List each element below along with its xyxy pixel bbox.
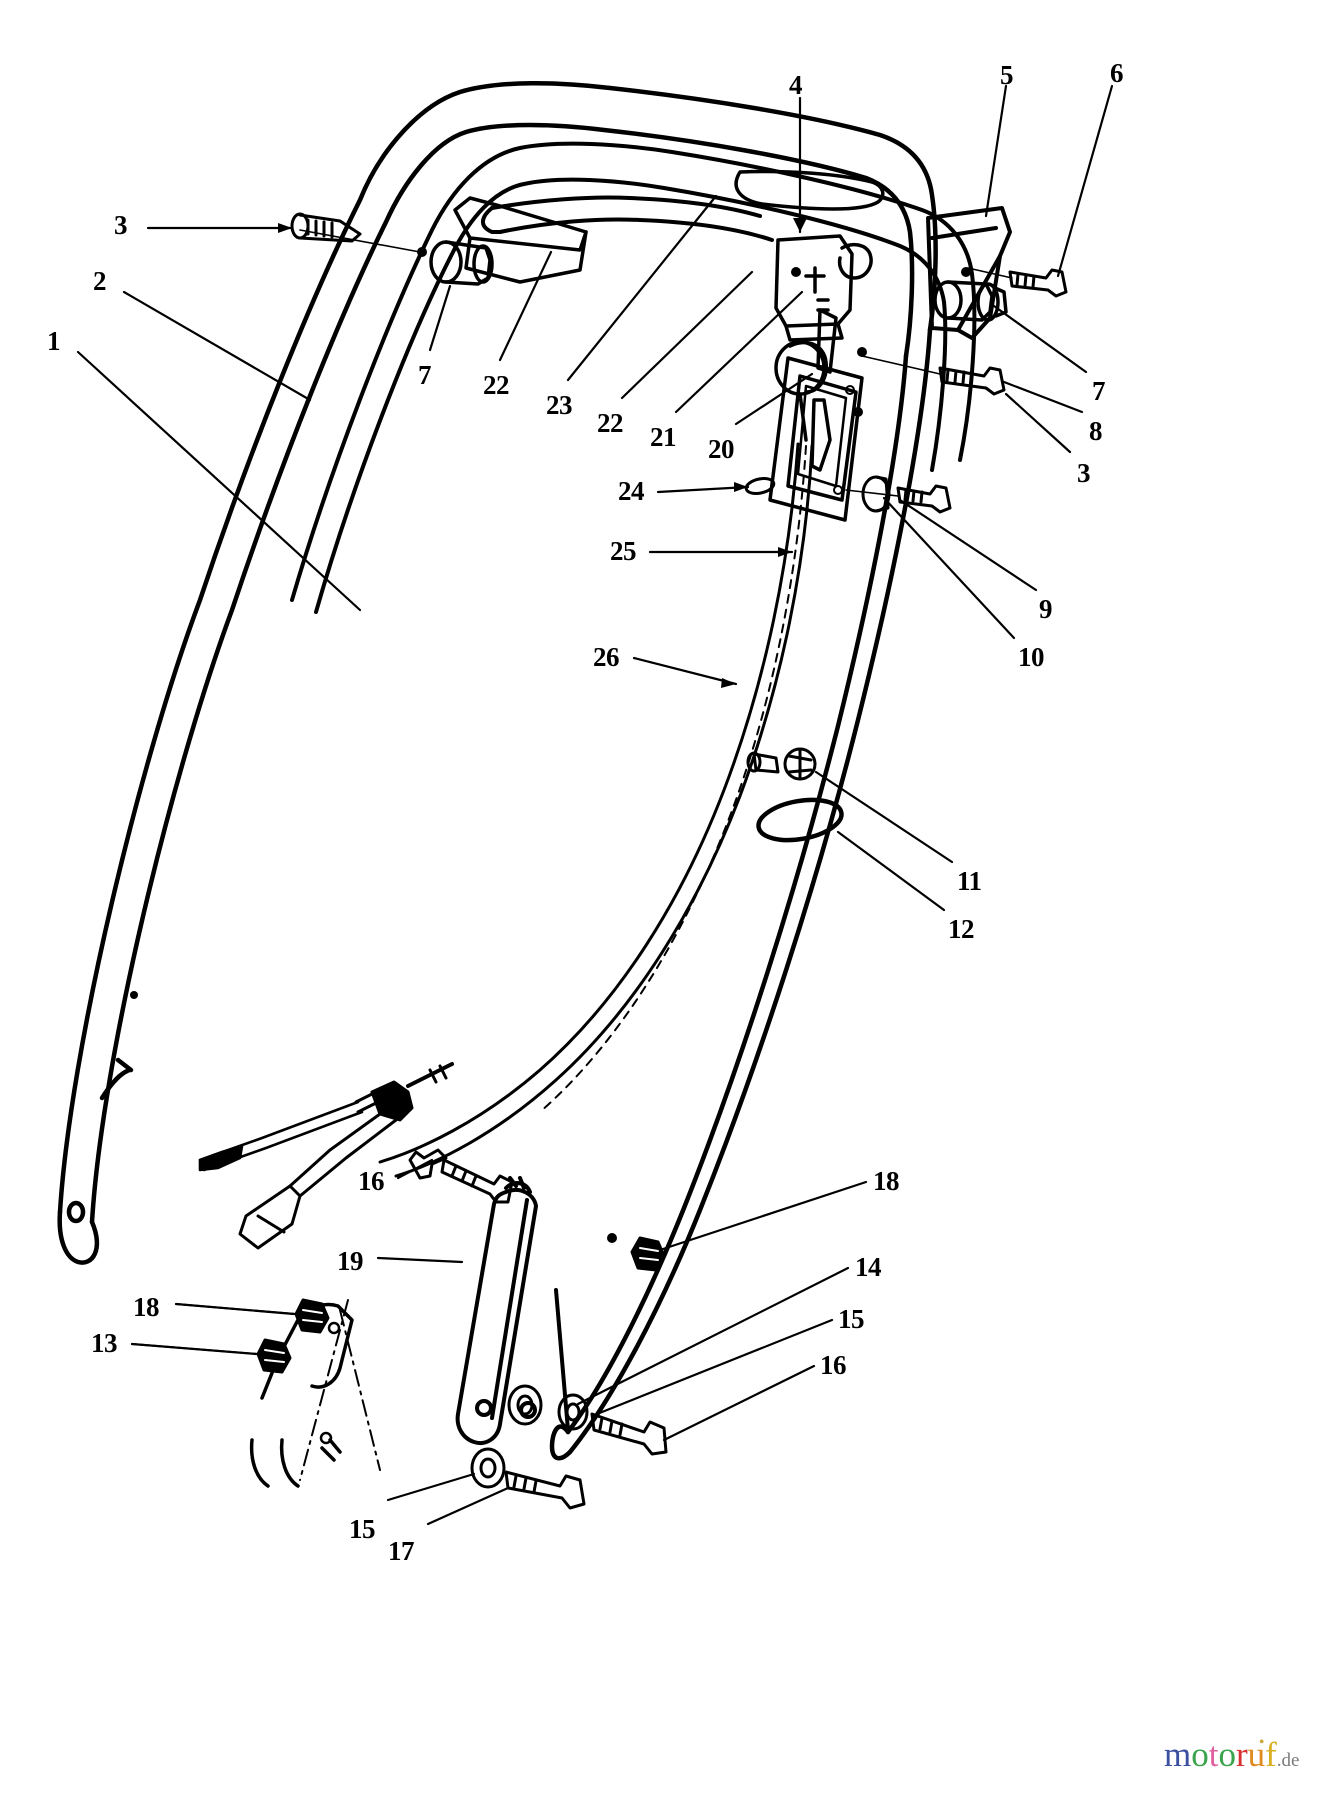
right-handle-leg [549,327,933,1461]
left-knob-bushing [417,240,494,286]
watermark-dot: • [1258,1734,1265,1751]
watermark-letter-f: f [1265,1735,1277,1774]
callout-21: 21 [650,422,677,452]
bolt-17 [504,1470,586,1510]
callout-13: 13 [91,1328,118,1358]
watermark-letter-o2: o [1218,1735,1236,1774]
watermark-letter-t: t [1208,1735,1219,1774]
cable-wire-left [198,1100,364,1172]
callout-5: 5 [1000,60,1014,90]
washer-24 [744,477,776,495]
callout-26: 26 [593,642,620,672]
callout-18-left: 18 [133,1292,160,1322]
bolt-3-left [290,212,421,253]
bolt-16-lower [590,1412,668,1456]
callout-7-right: 7 [1092,376,1106,406]
callout-19: 19 [337,1246,364,1276]
watermark-letter-o1: o [1191,1735,1209,1774]
washer-15-left [470,1447,506,1489]
callout-12: 12 [948,914,975,944]
callout-24: 24 [618,476,645,506]
lower-strap-bracket [455,1176,538,1445]
handle-support-arm [481,195,774,242]
callout-15-right: 15 [838,1304,865,1334]
callout-9: 9 [1039,594,1053,624]
leader-lines [76,84,1114,1526]
cable-ring-12 [756,797,844,843]
callout-1: 1 [47,326,61,356]
callout-14: 14 [855,1252,882,1282]
bolt-6 [967,267,1068,298]
callout-10: 10 [1018,642,1045,672]
handle-grip-bracket [453,169,885,284]
hex-nut-11 [783,747,817,781]
callout-11: 11 [957,866,982,896]
lower-strap-bracket-2 [519,1288,570,1432]
watermark-letter-r: r [1235,1735,1248,1774]
upper-handle-bar [57,80,938,1265]
callout-23: 23 [546,390,573,420]
watermark-letter-m: m [1164,1735,1192,1774]
callout-8: 8 [1089,416,1103,446]
callout-2: 2 [93,266,107,296]
callout-17: 17 [388,1536,415,1566]
control-cables [378,442,814,1178]
right-knob-bushing [933,280,1008,322]
callout-25: 25 [610,536,637,566]
callout-16-lower: 16 [820,1350,847,1380]
callout-15-left: 15 [349,1514,376,1544]
callout-16-upper: 16 [358,1166,385,1196]
callout-4: 4 [789,70,803,100]
bolt-16-upper [408,1148,514,1204]
mount-centerlines [299,1299,381,1481]
inner-handle-bar [290,141,977,614]
callout-22-a: 22 [483,370,510,400]
callout-3-right: 3 [1077,458,1091,488]
callout-3-left: 3 [114,210,128,240]
callout-20: 20 [708,434,735,464]
bolt-8 [861,355,1006,396]
watermark-letter-u: u [1247,1735,1266,1774]
washer-15-mid [507,1384,543,1426]
watermark-tld: .de [1276,1750,1300,1771]
callout-22-b: 22 [597,408,624,438]
callout-6: 6 [1110,58,1124,88]
washer-and-bolt-9-10 [845,475,952,514]
cable-lower-end [238,1112,398,1250]
washer-14 [557,1393,589,1431]
callout-18-right: 18 [873,1166,900,1196]
motoruf-watermark: • motoruf.de [1164,1734,1300,1774]
leader-arrowheads [278,218,807,688]
nut-18-right [630,1236,666,1272]
callout-7-left: 7 [418,360,432,390]
